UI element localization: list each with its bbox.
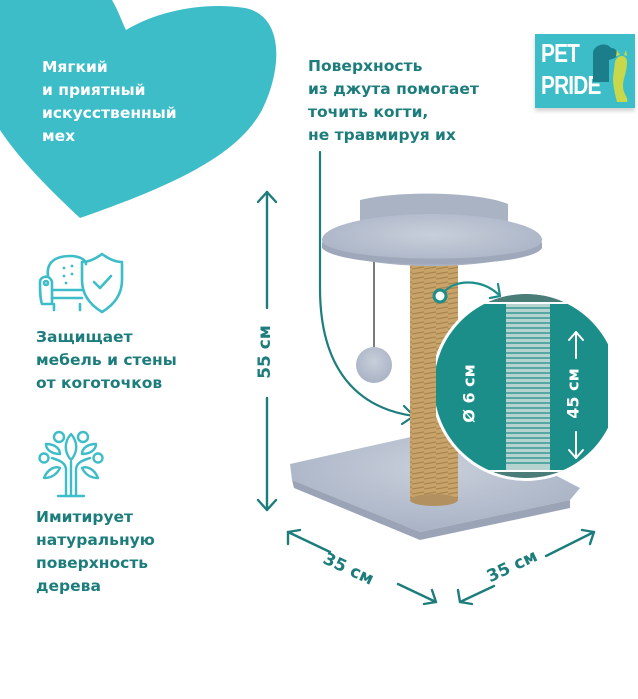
post-detail-zoom-circle <box>436 291 608 481</box>
tree-icon <box>38 430 104 498</box>
post-height-label: 45 см <box>563 368 583 419</box>
armchair-shield-icon <box>38 252 124 314</box>
height-label: 55 см <box>254 325 275 379</box>
jute-callout-text: Поверхность из джута помогает точить ког… <box>308 57 479 144</box>
feature-protect-text: Защищает мебель и стены от коготочков <box>36 328 177 392</box>
feature-wood-text: Имитирует натуральную поверхность дерева <box>36 508 155 595</box>
dog-cat-icon <box>593 44 628 102</box>
post-diameter-label: Ø 6 см <box>459 364 479 423</box>
post-detail-connector-arrow <box>432 281 502 304</box>
cat-tree-product-image <box>290 193 580 540</box>
heart-shape <box>0 0 277 218</box>
height-dimension-arrow <box>256 190 278 512</box>
fur-callout-text: Мягкий и приятный искусственный мех <box>42 58 177 145</box>
pet-pride-logo: PET PRIDE <box>535 34 635 108</box>
width-dimension-arrows <box>286 528 596 606</box>
